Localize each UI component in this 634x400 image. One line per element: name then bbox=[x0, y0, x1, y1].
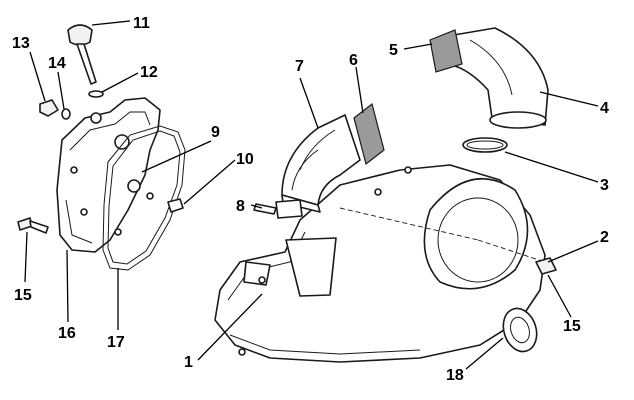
callout-2: 2 bbox=[600, 229, 609, 246]
callout-labels: 1 2 3 4 5 6 7 8 9 10 11 12 13 14 15 15 1… bbox=[12, 15, 609, 384]
o-ring bbox=[88, 90, 104, 98]
bolt-15-right bbox=[535, 257, 557, 275]
oil-drain-plug bbox=[167, 198, 184, 213]
hose-clamp bbox=[462, 137, 508, 153]
callout-5: 5 bbox=[389, 42, 398, 59]
belt-cover bbox=[214, 164, 546, 363]
callout-7: 7 bbox=[295, 58, 304, 75]
leader-lines bbox=[24, 20, 599, 370]
callout-15-left: 15 bbox=[14, 287, 32, 304]
callout-15-right: 15 bbox=[563, 318, 581, 335]
callout-14: 14 bbox=[48, 55, 66, 72]
callout-8: 8 bbox=[236, 198, 245, 215]
callout-13: 13 bbox=[12, 35, 30, 52]
duct-filter-ring bbox=[429, 29, 463, 73]
clutch-cover bbox=[56, 97, 161, 253]
cover-gasket bbox=[102, 125, 186, 271]
bracket-bolt-8 bbox=[253, 199, 303, 219]
bolt-15-left bbox=[17, 217, 49, 234]
callout-6: 6 bbox=[349, 52, 358, 69]
callout-16: 16 bbox=[58, 325, 76, 342]
callout-11: 11 bbox=[133, 15, 150, 32]
callout-4: 4 bbox=[600, 100, 609, 117]
callout-9: 9 bbox=[211, 124, 220, 141]
crank-seal bbox=[502, 307, 538, 353]
callout-3: 3 bbox=[600, 177, 609, 194]
bolt-13 bbox=[39, 99, 59, 117]
callout-12: 12 bbox=[140, 64, 158, 81]
callout-18: 18 bbox=[446, 367, 464, 384]
callout-1: 1 bbox=[184, 354, 193, 371]
callout-17: 17 bbox=[107, 334, 125, 351]
intake-duct-right bbox=[447, 27, 549, 129]
duct-filter-mesh bbox=[353, 102, 385, 166]
callout-10: 10 bbox=[236, 151, 254, 168]
dipstick bbox=[67, 24, 97, 85]
washer-14 bbox=[61, 108, 71, 120]
